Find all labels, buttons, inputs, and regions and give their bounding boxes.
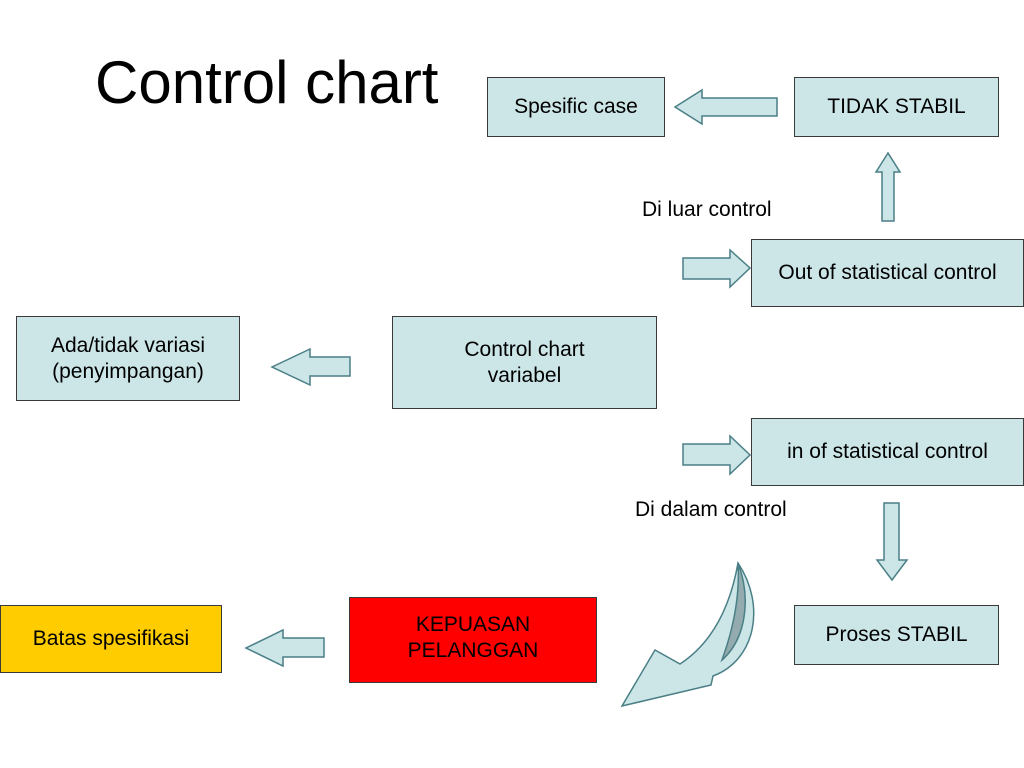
out-of-control-box: Out of statistical control [751, 239, 1024, 307]
page-title: Control chart [95, 49, 439, 116]
batas-spesifikasi-label: Batas spesifikasi [32, 627, 190, 650]
di-luar-control-label: Di luar control [642, 198, 772, 221]
arrow-to-tidak-stabil [874, 151, 902, 222]
arrow-to-proses-stabil [875, 502, 909, 582]
out-of-control-label: Out of statistical control [778, 261, 997, 284]
arrow-to-out-of-control [682, 248, 752, 289]
arrow-to-batas-spesifikasi [244, 628, 325, 668]
ada-tidak-variasi-box: Ada/tidak variasi (penyimpangan) [16, 316, 240, 401]
kepuasan-pelanggan-line2: PELANGGAN [407, 639, 539, 662]
di-dalam-control-label: Di dalam control [635, 498, 787, 521]
curved-arrow-to-kepuasan [620, 561, 755, 708]
proses-stabil-box: Proses STABIL [794, 605, 999, 665]
kepuasan-pelanggan-line1: KEPUASAN [415, 613, 531, 636]
in-of-control-box: in of statistical control [751, 418, 1024, 486]
ada-tidak-variasi-line1: Ada/tidak variasi [50, 334, 206, 357]
proses-stabil-label: Proses STABIL [825, 623, 968, 646]
in-of-control-label: in of statistical control [787, 440, 988, 463]
control-chart-variabel-line1: Control chart [464, 338, 585, 361]
arrow-to-ada-tidak-variasi [270, 347, 351, 387]
tidak-stabil-label: TIDAK STABIL [827, 95, 966, 118]
ada-tidak-variasi-line2: (penyimpangan) [52, 360, 204, 383]
spesific-case-box: Spesific case [487, 77, 665, 137]
kepuasan-pelanggan-box: KEPUASAN PELANGGAN [349, 597, 597, 683]
arrow-to-spesific-case [673, 88, 778, 126]
control-chart-variabel-line2: variabel [487, 364, 562, 387]
tidak-stabil-box: TIDAK STABIL [794, 77, 999, 137]
spesific-case-label: Spesific case [514, 95, 638, 118]
control-chart-variabel-box: Control chart variabel [392, 316, 657, 409]
arrow-to-in-of-control [682, 434, 752, 476]
batas-spesifikasi-box: Batas spesifikasi [0, 605, 222, 673]
